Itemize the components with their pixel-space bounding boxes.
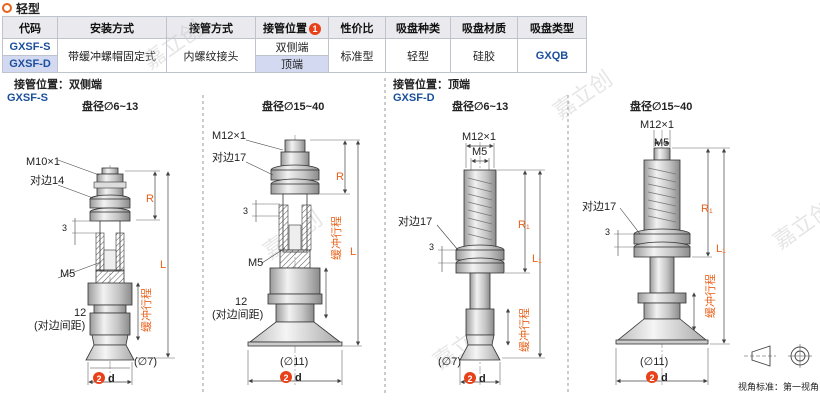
- pipe-position-cell: 顶端: [255, 55, 329, 73]
- across-flats-label: 对边14: [30, 173, 64, 187]
- watermark: 嘉立创: [139, 16, 207, 74]
- dim-label: 3: [605, 227, 610, 237]
- note-badge: [93, 372, 105, 384]
- thread-label: M5: [248, 257, 263, 269]
- watermark: 嘉立创: [769, 196, 820, 254]
- dim-label-R1: R₁: [701, 203, 713, 215]
- note-badge: 1: [309, 22, 321, 35]
- dim-label: (对边间距): [34, 318, 85, 332]
- across-flats-label: 对边17: [212, 150, 246, 164]
- section-code: GXSF-S: [7, 92, 48, 104]
- note-badge: [646, 371, 658, 383]
- dim-label-L: L: [350, 246, 356, 258]
- watermark: 嘉立创: [549, 66, 617, 124]
- table-header-text: 接管位置: [263, 22, 307, 35]
- dim-label-L1: L₁: [716, 243, 726, 255]
- table-header: 安装方式: [57, 16, 167, 39]
- projection-symbol-icon: [744, 344, 812, 368]
- thread-label: M12×1: [212, 130, 246, 142]
- across-flats-label: 对边17: [398, 214, 432, 228]
- across-flats-label: 对边17: [582, 199, 616, 213]
- buffer-label: 缓冲行程: [329, 216, 343, 260]
- note-badge-number: 2: [283, 373, 288, 383]
- thread-label: M10×1: [26, 156, 60, 168]
- buffer-label: 缓冲行程: [139, 288, 153, 332]
- table-header: 性价比: [328, 16, 386, 39]
- cup-type-cell: GXQB: [517, 38, 587, 73]
- dim-label-d: d: [108, 373, 115, 385]
- part-drawing-d-small: [436, 142, 545, 385]
- code-cell: GXSF-S: [2, 38, 58, 56]
- dim-label: 3: [62, 223, 67, 233]
- dim-label: (∅11): [280, 356, 308, 368]
- table-header: 吸盘类型: [517, 16, 587, 39]
- table-row: GXSF-D 顶端: [2, 55, 587, 73]
- dim-label-L: L: [160, 259, 166, 271]
- value-cell: 标准型: [328, 38, 386, 73]
- dim-label-d: d: [479, 373, 486, 385]
- thread-label: M12×1: [462, 131, 496, 143]
- buffer-label: 缓冲行程: [517, 308, 531, 352]
- thread-label: M12×1: [640, 119, 674, 131]
- part-drawing-d-large: [614, 130, 730, 385]
- dim-label-R: R: [336, 171, 344, 183]
- part-drawing-s-small: [57, 159, 175, 385]
- section-title: 轻型: [2, 0, 40, 16]
- part-drawing-s-large: [245, 135, 362, 385]
- thread-label: M5: [472, 146, 487, 158]
- dim-label-R1: R₁: [518, 219, 530, 231]
- buffer-label: 缓冲行程: [703, 274, 717, 318]
- dim-label: 12: [235, 296, 247, 308]
- thread-label: M5: [60, 268, 75, 280]
- position-label: 接管位置：顶端: [393, 77, 470, 91]
- diameter-label: 盘径∅15~40: [262, 99, 324, 113]
- dim-label: 3: [243, 206, 248, 216]
- thread-label: M5: [654, 137, 669, 149]
- section-code: GXSF-D: [393, 92, 435, 104]
- dim-label: (∅11): [640, 356, 668, 368]
- pipe-position-cell: 双侧端: [255, 38, 329, 56]
- note-badge: [464, 372, 476, 384]
- diameter-label: 盘径∅6~13: [452, 99, 508, 113]
- title-text: 轻型: [16, 1, 41, 16]
- position-label: 接管位置：双侧端: [14, 77, 102, 91]
- note-badge: [280, 371, 292, 383]
- dim-label-R: R: [146, 193, 154, 205]
- diameter-label: 盘径∅6~13: [82, 99, 138, 113]
- note-badge-number: 2: [96, 374, 101, 384]
- dim-label: 12: [74, 307, 86, 319]
- table-header: 吸盘材质: [450, 16, 518, 39]
- install-cell: 带缓冲螺帽固定式: [57, 38, 167, 73]
- circle-bullet-icon: [2, 3, 12, 13]
- dim-label-L1: L₁: [532, 253, 542, 265]
- dim-label: (对边间距): [212, 307, 263, 321]
- note-badge-number: 2: [467, 374, 472, 384]
- dim-label-d: d: [295, 372, 302, 384]
- note-badge-number: 2: [649, 373, 654, 383]
- dim-label-d: d: [661, 372, 668, 384]
- dim-label: (∅7): [134, 356, 157, 368]
- dim-label: 3: [429, 242, 434, 252]
- cup-kind-cell: 轻型: [385, 38, 451, 73]
- projection-label: 视角标准：第一视角: [738, 381, 819, 392]
- diameter-label: 盘径∅15~40: [630, 99, 692, 113]
- cup-material-cell: 硅胶: [450, 38, 518, 73]
- code-cell: GXSF-D: [2, 55, 58, 73]
- dim-label: (∅7): [438, 356, 461, 368]
